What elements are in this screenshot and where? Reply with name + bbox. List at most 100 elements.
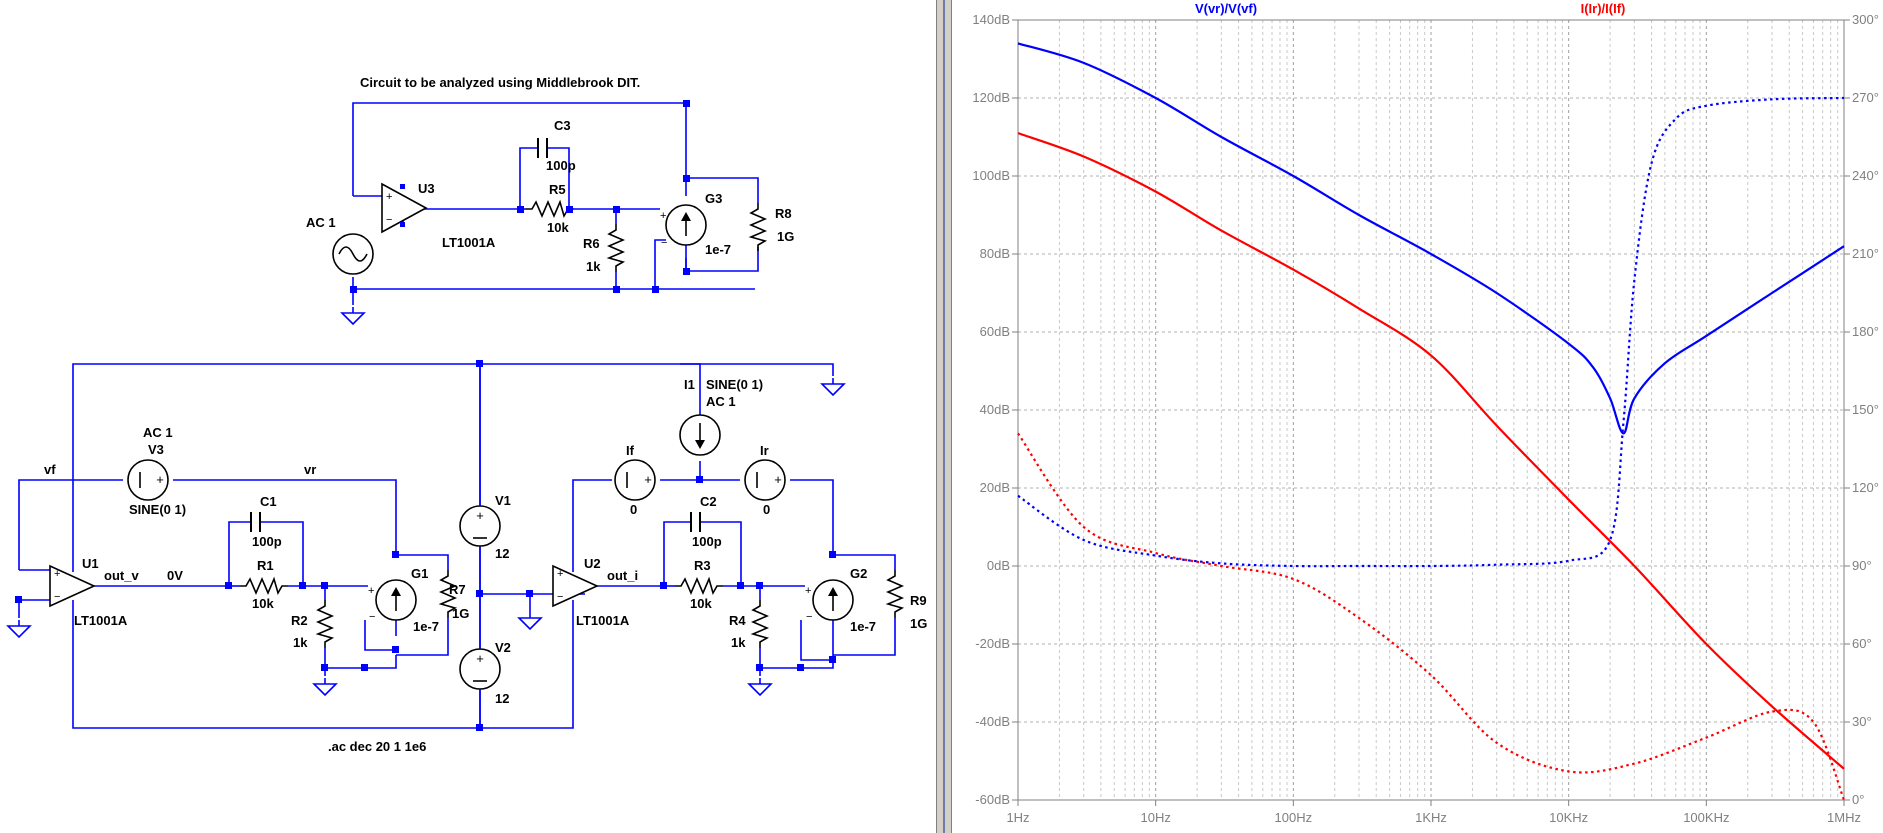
label-r1: R1 [257,558,274,573]
svg-text:+: + [386,191,392,203]
svg-text:+: + [476,651,484,666]
svg-text:+: + [644,472,652,487]
pane-splitter[interactable] [936,0,952,833]
label-if-value: 0 [630,502,637,517]
spice-directive[interactable]: .ac dec 20 1 1e6 [328,739,426,754]
svg-text:−: − [806,611,812,623]
capacitor-c1[interactable] [250,512,261,532]
y-tick-label: 120dB [972,90,1010,105]
net-label-out-i: out_i [607,568,638,583]
label-r3: R3 [694,558,711,573]
resistor-r2[interactable] [317,599,333,649]
svg-text:+: + [156,472,164,487]
label-r1-value: 10k [252,596,274,611]
circuit-title: Circuit to be analyzed using Middlebrook… [360,75,640,90]
label-v1-value: 12 [495,546,509,561]
capacitor-c2[interactable] [690,512,701,532]
resistor-r3[interactable] [674,578,724,594]
svg-text:−: − [557,591,563,603]
y2-tick-label: 150° [1852,402,1879,417]
ground-icon [313,677,337,696]
splitter-line [943,0,945,833]
x-tick-label: 1KHz [1415,810,1447,825]
label-v2: V2 [495,640,511,655]
label-g3-value: 1e-7 [705,242,731,257]
current-meter-if[interactable]: + [614,459,656,501]
label-c1: C1 [260,494,277,509]
ground-icon [518,611,542,630]
net-label-0v: 0V [167,568,183,583]
y-tick-label: 0dB [987,558,1010,573]
plot-grid [1018,20,1844,800]
label-c2-value: 100p [692,534,722,549]
label-r8-value: 1G [777,229,794,244]
label-r9: R9 [910,593,927,608]
label-r4-value: 1k [731,635,746,650]
opamp-u2[interactable]: + − [552,564,599,608]
label-c1-value: 100p [252,534,282,549]
x-tick-label: 10Hz [1140,810,1170,825]
trace-ir-if-magnitude[interactable] [1017,132,1845,770]
net-label-vf: vf [44,462,56,477]
ground-icon [821,377,845,396]
svg-text:−: − [54,591,60,603]
current-source-g1[interactable]: + − [368,579,417,623]
label-i1-ac: AC 1 [706,394,736,409]
schematic-editor[interactable]: + − + − Circuit to be analyzed using Mid… [0,0,936,833]
plot-traces[interactable] [1017,42,1846,801]
trace-label-ir-if[interactable]: I(Ir)/I(If) [1581,1,1626,16]
y2-tick-label: 60° [1852,636,1872,651]
voltage-source-v2[interactable]: + [459,648,501,690]
label-u3-model: LT1001A [442,235,496,250]
x-tick-label: 1MHz [1827,810,1861,825]
current-meter-ir[interactable]: + [744,459,786,501]
plot-axes: 140dB120dB100dB80dB60dB40dB20dB0dB-20dB-… [972,12,1878,825]
svg-text:+: + [368,585,374,597]
y2-tick-label: 300° [1852,12,1879,27]
current-source-g3[interactable]: + − [660,204,707,249]
x-tick-label: 10KHz [1549,810,1588,825]
current-source-g2[interactable]: + − [805,579,854,623]
y2-tick-label: 270° [1852,90,1879,105]
voltage-source-v3[interactable]: + [127,459,169,501]
label-g3: G3 [705,191,722,206]
label-r7: R7 [449,582,466,597]
label-r2-value: 1k [293,635,308,650]
label-r7-value: 1G [452,606,469,621]
y2-tick-label: 30° [1852,714,1872,729]
voltage-source-v1[interactable]: + [459,505,501,547]
plot-legend: V(vr)/V(vf) I(Ir)/I(If) [1195,1,1625,16]
trace-label-vr-vf[interactable]: V(vr)/V(vf) [1195,1,1257,16]
resistor-r8[interactable] [750,202,766,252]
svg-text:+: + [54,568,60,580]
resistor-r9[interactable] [887,569,903,619]
trace-vr-vf-magnitude[interactable] [1017,42,1845,435]
y-tick-label: 80dB [980,246,1010,261]
trace-ir-if-phase[interactable] [1017,432,1846,801]
resistor-r6[interactable] [608,223,624,273]
capacitor-c3[interactable] [537,138,548,158]
y-tick-label: 60dB [980,324,1010,339]
label-g1: G1 [411,566,428,581]
label-c2: C2 [700,494,717,509]
resistor-r4[interactable] [752,599,768,649]
label-r3-value: 10k [690,596,712,611]
ac-source[interactable] [332,233,374,275]
svg-text:−: − [386,214,392,226]
net-label-out-v: out_v [104,568,139,583]
current-source-i1[interactable] [679,414,721,456]
label-r6: R6 [583,236,600,251]
trace-vr-vf-phase[interactable] [1017,96,1845,568]
ground-icon [341,306,365,325]
x-tick-label: 100KHz [1683,810,1729,825]
x-tick-label: 100Hz [1275,810,1313,825]
label-if: If [626,443,635,458]
label-v2-value: 12 [495,691,509,706]
label-g1-value: 1e-7 [413,619,439,634]
resistor-r1[interactable] [239,578,289,594]
label-u3: U3 [418,181,435,196]
opamp-u3[interactable]: + − [381,182,428,234]
y2-tick-label: 120° [1852,480,1879,495]
opamp-u1[interactable]: + − [49,564,96,608]
